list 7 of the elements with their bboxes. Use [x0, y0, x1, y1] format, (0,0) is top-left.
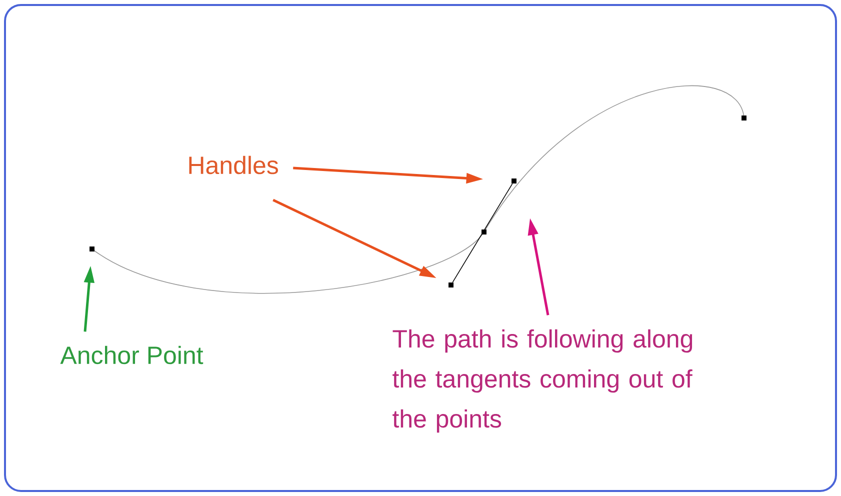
anchor-point	[90, 246, 94, 252]
handle-line	[452, 183, 513, 283]
label-text: The path is following along the tangents coming out of the points	[392, 329, 692, 433]
handle-point	[448, 282, 454, 288]
label-text: Anchor Point	[60, 346, 204, 364]
handle-point	[512, 178, 516, 184]
label-text: Handles	[189, 156, 278, 174]
